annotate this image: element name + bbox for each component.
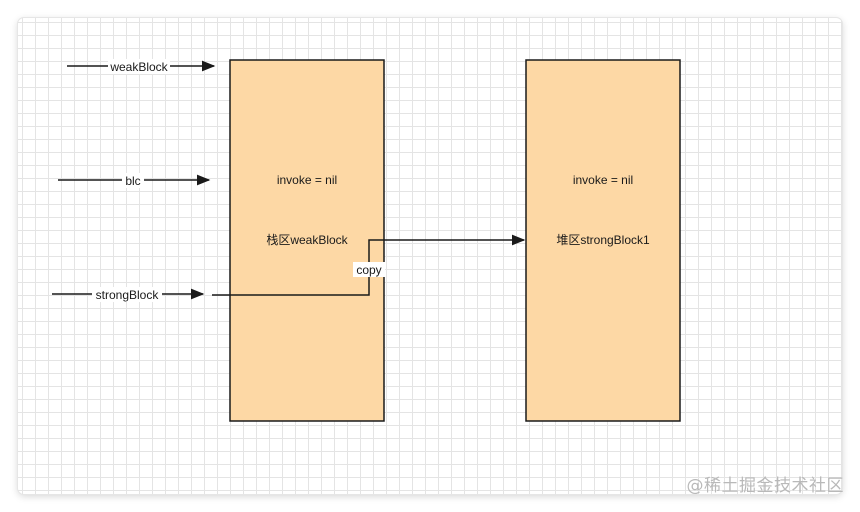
heap-block-box xyxy=(525,59,681,422)
strongblock-pointer-label: strongBlock xyxy=(96,288,160,302)
copy-label-bg xyxy=(353,262,385,277)
grid-canvas xyxy=(18,18,842,494)
heap-invoke-label: invoke = nil xyxy=(573,173,633,187)
heap-block-name: 堆区strongBlock1 xyxy=(556,233,650,247)
weakblock-pointer-label: weakBlock xyxy=(109,60,168,74)
strongblock-label-bg xyxy=(92,287,162,302)
blc-pointer-label: blc xyxy=(125,174,140,188)
weakblock-label-bg xyxy=(108,59,170,74)
stack-invoke-label: invoke = nil xyxy=(277,173,337,187)
stack-block-box xyxy=(229,59,385,422)
blc-label-bg xyxy=(122,173,144,188)
watermark-text: @稀土掘金技术社区 xyxy=(686,476,844,496)
stack-block-name: 栈区weakBlock xyxy=(266,232,348,247)
copy-label: copy xyxy=(356,263,381,277)
